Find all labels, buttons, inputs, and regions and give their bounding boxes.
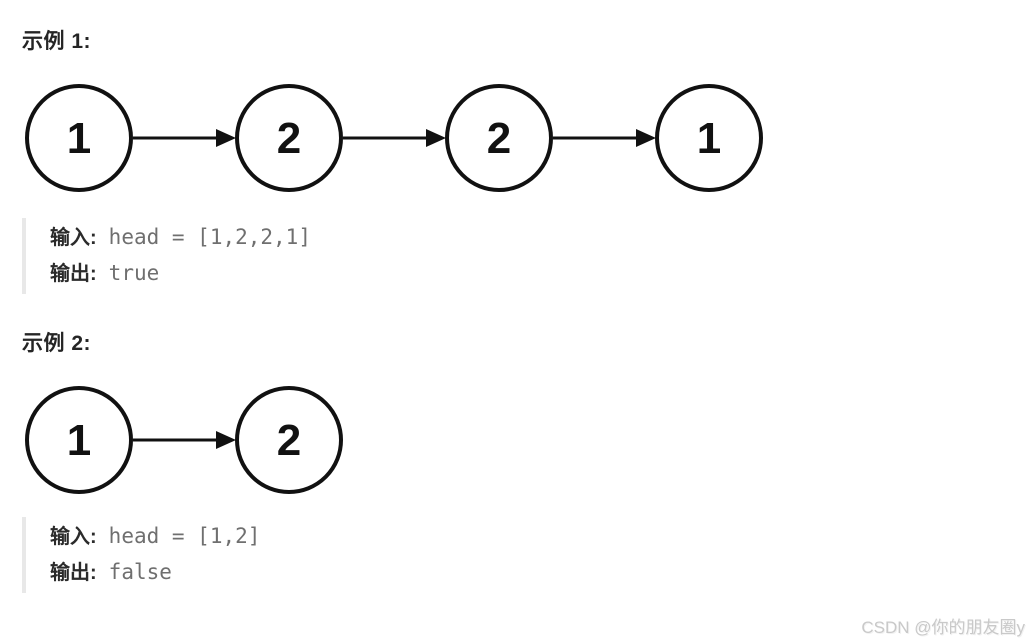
input-line: 输入: head = [1,2] [50, 519, 260, 555]
list-node-value: 2 [487, 114, 511, 163]
list-node-circle [25, 84, 133, 192]
output-label: 输出: [50, 263, 97, 285]
output-label: 输出: [50, 562, 97, 584]
csdn-watermark: CSDN @你的朋友圈y [861, 618, 1025, 637]
arrow-icon [343, 129, 446, 147]
example-2-heading: 示例 2: [22, 332, 92, 355]
arrow-icon [553, 129, 656, 147]
input-label: 输入: [50, 526, 97, 548]
example-1-io-block: 输入: head = [1,2,2,1] 输出: true [22, 218, 311, 294]
list-node-value: 2 [277, 416, 301, 465]
input-value: head = [1,2,2,1] [108, 225, 311, 249]
list-node-circle [235, 84, 343, 192]
output-line: 输出: true [50, 256, 311, 292]
list-node-circle [25, 386, 133, 494]
output-line: 输出: false [50, 555, 260, 591]
list-node-value: 1 [67, 114, 91, 163]
linked-list-diagram-1: 1 2 2 1 [25, 84, 763, 192]
list-node-value: 1 [697, 114, 721, 163]
linked-list-diagram-2: 1 2 [25, 386, 343, 494]
input-label: 输入: [50, 227, 97, 249]
output-value: false [108, 560, 172, 584]
output-value: true [108, 261, 160, 285]
list-node-value: 1 [67, 416, 91, 465]
example-2-io-block: 输入: head = [1,2] 输出: false [22, 517, 260, 593]
example-1-heading: 示例 1: [22, 30, 92, 53]
list-node-circle [655, 84, 763, 192]
input-line: 输入: head = [1,2,2,1] [50, 220, 311, 256]
list-node-circle [235, 386, 343, 494]
list-node-circle [445, 84, 553, 192]
input-value: head = [1,2] [108, 524, 261, 548]
arrow-icon [133, 431, 236, 449]
list-node-value: 2 [277, 114, 301, 163]
arrow-icon [133, 129, 236, 147]
